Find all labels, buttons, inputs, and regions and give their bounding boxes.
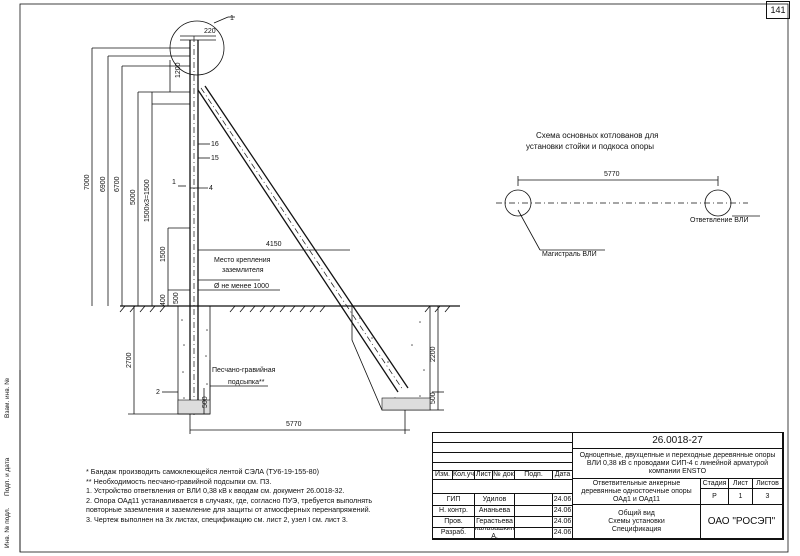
stage-value: Р bbox=[701, 489, 729, 505]
doc-title: Одноцепные, двухцепные и переходные дере… bbox=[573, 449, 783, 479]
head-date: Дата bbox=[553, 471, 573, 480]
date-razrab: 24.06 bbox=[553, 528, 573, 539]
sand-label-2: подсыпка** bbox=[228, 379, 265, 386]
head-doc: № док bbox=[493, 471, 515, 480]
title-block: Изм. Кол.уч Лист № док Подп. Дата ГИП Уд… bbox=[432, 432, 784, 540]
sheets-head: Листов bbox=[753, 479, 783, 489]
side-field-sign: Подп. и дата bbox=[4, 457, 11, 496]
main-label: Магистраль ВЛИ bbox=[542, 251, 597, 258]
head-kol: Кол.уч bbox=[453, 471, 475, 480]
dim-1200-label: 1200 bbox=[175, 62, 182, 78]
strut-upper bbox=[197, 89, 399, 393]
name-nkontr: Ананьева bbox=[475, 506, 515, 517]
sheet-number: 141 bbox=[766, 1, 790, 19]
callout-1: 1 bbox=[230, 15, 234, 22]
callout-1b: 1 bbox=[172, 179, 176, 186]
scheme-title-1: Схема основных котлованов для bbox=[536, 131, 658, 140]
callout-16: 16 bbox=[211, 141, 219, 148]
note-line: 2. Опора ОАд11 устанавливается в случаях… bbox=[86, 495, 373, 505]
doc-code: 26.0018-27 bbox=[573, 433, 783, 449]
dim-500a-label: 500 bbox=[173, 292, 180, 304]
callout-4: 4 bbox=[209, 185, 213, 192]
head-izm: Изм. bbox=[433, 471, 453, 480]
note-line: ** Необходимость песчано-гравийной подсы… bbox=[86, 476, 272, 486]
dim-2700-label: 2700 bbox=[126, 352, 133, 368]
dim-220-label: 220 bbox=[204, 28, 216, 35]
grounding-label-1: Место крепления bbox=[214, 257, 271, 264]
dim-4150-label: 4150 bbox=[266, 241, 282, 248]
dim-7000-label: 7000 bbox=[84, 174, 91, 190]
role-gip: ГИП bbox=[433, 494, 475, 506]
doc-subtitle: Ответвительные анкерные деревянные однос… bbox=[573, 479, 701, 505]
sheets-value: 3 bbox=[753, 489, 783, 505]
dim-500b-label: 500 bbox=[202, 396, 209, 408]
scheme-pit-strut bbox=[704, 189, 732, 217]
sheet-value: 1 bbox=[729, 489, 753, 505]
stage-head: Стадия bbox=[701, 479, 729, 489]
side-field-repl: Взам. инв. № bbox=[4, 377, 11, 418]
notes-block: * Бандаж производить самоклеющейся ленто… bbox=[86, 467, 436, 524]
note-line: 1. Устройство ответвления от ВЛИ 0,38 кВ… bbox=[86, 486, 345, 495]
head-sign: Подп. bbox=[515, 471, 553, 480]
head-list: Лист bbox=[475, 471, 493, 480]
dim-500c-label: 500 bbox=[430, 392, 437, 404]
callout-15: 15 bbox=[211, 155, 219, 162]
strut-lower bbox=[204, 85, 409, 389]
org-name: ОАО "РОСЭП" bbox=[701, 505, 783, 539]
sand-label-1: Песчано-гравийная bbox=[212, 366, 276, 374]
sheet-desc: Общий вид Схемы установки Спецификация bbox=[573, 505, 701, 539]
dim-6900-label: 6900 bbox=[100, 176, 107, 192]
scheme-pit-pole bbox=[504, 189, 532, 217]
scheme-title-2: установки стойки и подкоса опоры bbox=[526, 142, 654, 151]
dim-2200-label: 2200 bbox=[430, 346, 437, 362]
dim-scheme-label: 5770 bbox=[604, 171, 620, 178]
dim-1500-label: 1500 bbox=[160, 246, 167, 262]
dim-5000-label: 5000 bbox=[130, 189, 137, 205]
dim-6700-label: 6700 bbox=[114, 176, 121, 192]
dim-400-label: 400 bbox=[160, 294, 167, 306]
sheet-head: Лист bbox=[729, 479, 753, 489]
branch-label: Ответвление ВЛИ bbox=[690, 217, 749, 224]
role-prov: Пров. bbox=[433, 517, 475, 528]
sand-bed-strut bbox=[381, 397, 431, 411]
role-nkontr: Н. контр. bbox=[433, 506, 475, 517]
drawing-frame bbox=[19, 3, 789, 553]
name-razrab: Калабашкин А. bbox=[475, 528, 515, 539]
name-prov: Герастьева bbox=[475, 517, 515, 528]
note-line: 3. Чертеж выполнен на 3х листах, специфи… bbox=[86, 514, 348, 524]
grounding-label-2: заземлителя bbox=[222, 267, 264, 274]
name-gip: Удилов bbox=[475, 494, 515, 506]
date-gip: 24.06 bbox=[553, 494, 573, 506]
dim-1500x3-label: 1500х3=1500 bbox=[144, 179, 151, 222]
date-nkontr: 24.06 bbox=[553, 506, 573, 517]
note-line: * Бандаж производить самоклеющейся ленто… bbox=[86, 467, 319, 476]
role-razrab: Разраб. bbox=[433, 528, 475, 539]
dim-5770-label: 5770 bbox=[286, 421, 302, 428]
side-field-inv: Инв. № подл. bbox=[4, 507, 11, 549]
callout-2: 2 bbox=[156, 389, 160, 396]
note-line: повторные заземления и заземление для за… bbox=[86, 505, 371, 514]
date-prov: 24.06 bbox=[553, 517, 573, 528]
diameter-label: Ø не менее 1000 bbox=[214, 283, 269, 290]
